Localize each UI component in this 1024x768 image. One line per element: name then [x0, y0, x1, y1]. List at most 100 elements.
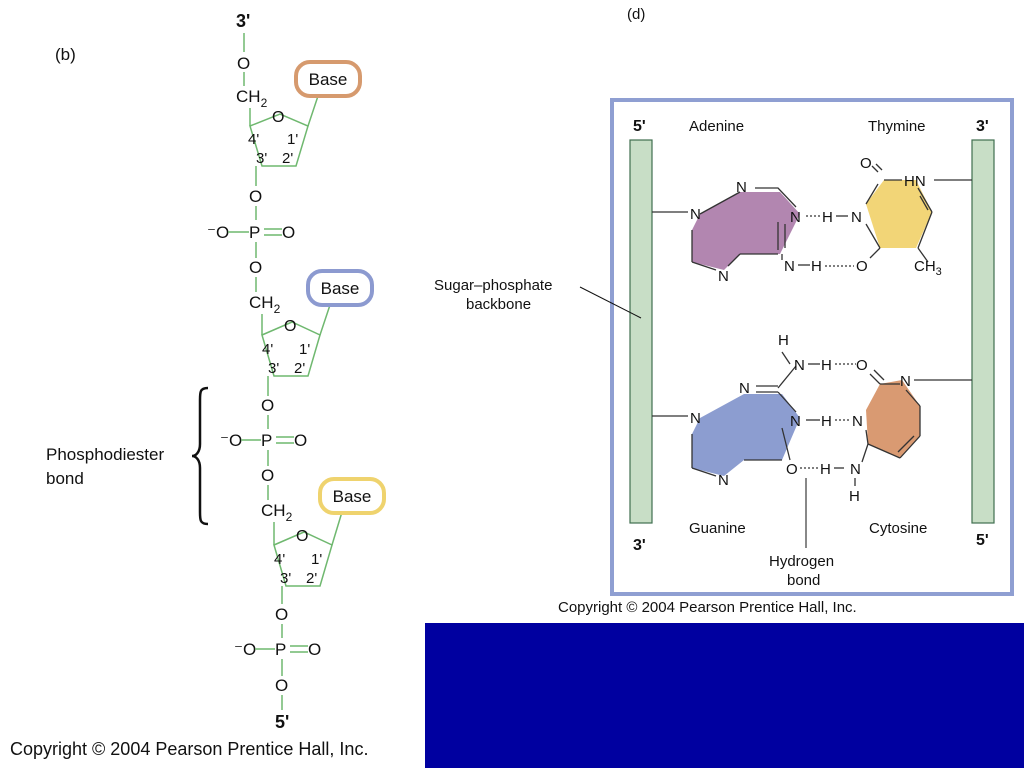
svg-text:O: O	[261, 466, 274, 485]
left-strand-bottom-label: 3'	[633, 537, 646, 554]
phosphate-2: O ⁻O P O O	[220, 396, 307, 500]
carbon-4: 4'	[248, 131, 259, 148]
svg-text:O: O	[294, 431, 307, 450]
svg-text:N: N	[790, 209, 801, 226]
sugar-ring	[273, 531, 333, 587]
svg-text:O: O	[261, 396, 274, 415]
svg-text:O: O	[856, 258, 868, 275]
end-label-5prime-bottom: 5'	[275, 712, 289, 732]
svg-text:1': 1'	[311, 551, 322, 568]
svg-text:N: N	[850, 461, 861, 478]
svg-text:⁻O: ⁻O	[220, 431, 242, 450]
end-label-3prime-top: 3'	[236, 11, 250, 31]
svg-text:N: N	[852, 413, 863, 430]
base-label-2: Base	[321, 279, 360, 298]
svg-text:O: O	[284, 318, 296, 335]
svg-text:O: O	[856, 357, 868, 374]
ring-oxygen: O	[272, 109, 284, 126]
base-pair-frame	[610, 98, 1014, 596]
base-box-1	[294, 60, 362, 98]
base-label-3: Base	[333, 487, 372, 506]
svg-text:O: O	[296, 528, 308, 545]
svg-text:1': 1'	[299, 341, 310, 358]
svg-text:H: H	[849, 488, 860, 505]
svg-text:H: H	[821, 357, 832, 374]
svg-text:4': 4'	[262, 341, 273, 358]
svg-text:N: N	[794, 357, 805, 374]
copyright-right: Copyright © 2004 Pearson Prentice Hall, …	[558, 599, 857, 616]
svg-text:3': 3'	[268, 360, 279, 377]
svg-text:2': 2'	[306, 570, 317, 587]
ch2-group: CH2	[236, 87, 268, 110]
svg-text:HN: HN	[904, 173, 926, 190]
panel-label-b: (b)	[55, 45, 76, 64]
svg-text:N: N	[718, 472, 729, 489]
panel-b: (b) 3' O CH2 O 4' 1' 3' 2' Base O ⁻O P	[46, 11, 386, 732]
svg-text:4': 4'	[274, 551, 285, 568]
svg-text:O: O	[282, 223, 295, 242]
atom-o: O	[237, 54, 250, 73]
base-box-3	[318, 477, 386, 515]
nucleotide-3: CH2 O 4' 1' 3' 2' Base	[261, 477, 386, 604]
backbone-label-line1: Sugar–phosphate	[434, 277, 552, 294]
adenine-molecule: N N N N N H H	[652, 179, 854, 285]
left-strand-top-label: 5'	[633, 118, 646, 135]
svg-text:P: P	[275, 640, 286, 659]
right-strand-bottom-label: 5'	[976, 532, 989, 549]
phosphodiester-label-line2: bond	[46, 469, 84, 488]
sugar-ring	[249, 113, 309, 167]
right-strand-top-label: 3'	[976, 118, 989, 135]
adenine-label: Adenine	[689, 118, 744, 135]
svg-text:N: N	[784, 258, 795, 275]
phosphodiester-label-line1: Phosphodiester	[46, 445, 164, 464]
svg-text:N: N	[739, 380, 750, 397]
svg-text:N: N	[790, 413, 801, 430]
phosphate-1: O ⁻O P O O	[207, 187, 295, 292]
right-backbone	[971, 139, 995, 524]
carbon-2: 2'	[282, 150, 293, 167]
backbone-label-line2: backbone	[466, 296, 531, 313]
svg-text:N: N	[690, 206, 701, 223]
svg-text:N: N	[718, 268, 729, 285]
left-backbone	[629, 139, 653, 524]
copyright-left: Copyright © 2004 Pearson Prentice Hall, …	[10, 739, 369, 759]
phosphodiester-bracket	[191, 386, 209, 526]
ch2-group: CH2	[261, 501, 293, 524]
svg-text:N: N	[736, 179, 747, 196]
svg-text:N: N	[690, 410, 701, 427]
svg-text:H: H	[811, 258, 822, 275]
svg-text:P: P	[249, 223, 260, 242]
svg-text:⁻O: ⁻O	[207, 223, 229, 242]
cytosine-molecule: O N N N H	[849, 357, 972, 505]
thymine-molecule: O HN N O CH3	[851, 155, 972, 278]
ch2-group: CH2	[249, 293, 281, 316]
svg-text:O: O	[249, 187, 262, 206]
svg-text:O: O	[275, 605, 288, 624]
svg-text:2': 2'	[294, 360, 305, 377]
base-box-2	[306, 269, 374, 307]
svg-text:H: H	[778, 332, 789, 349]
sugar-ring	[261, 321, 321, 377]
phosphate-3: O ⁻O P O O	[234, 605, 321, 710]
cytosine-label: Cytosine	[869, 520, 927, 537]
svg-text:O: O	[860, 155, 872, 172]
methyl-group: CH3	[914, 258, 942, 278]
svg-text:P: P	[261, 431, 272, 450]
carbon-3: 3'	[256, 150, 267, 167]
nucleotide-2: CH2 O 4' 1' 3' 2' Base	[249, 269, 374, 396]
nucleotide-1: CH2 O 4' 1' 3' 2' Base	[236, 60, 362, 186]
svg-text:⁻O: ⁻O	[234, 640, 256, 659]
svg-text:O: O	[308, 640, 321, 659]
right-panel	[425, 0, 1024, 623]
svg-text:O: O	[249, 258, 262, 277]
panel-d: (d) 5' 3' 3' 5' Sugar–phosphate backbone…	[434, 6, 1014, 596]
base-label-1: Base	[309, 70, 348, 89]
panel-label-d: (d)	[627, 6, 645, 23]
svg-text:H: H	[821, 413, 832, 430]
svg-text:3': 3'	[280, 570, 291, 587]
svg-text:O: O	[275, 676, 288, 695]
svg-text:O: O	[786, 461, 798, 478]
svg-text:N: N	[900, 373, 911, 390]
guanine-molecule: N N N N O N H H H H	[652, 332, 856, 489]
hydrogen-bond-label-line1: Hydrogen	[769, 553, 834, 570]
